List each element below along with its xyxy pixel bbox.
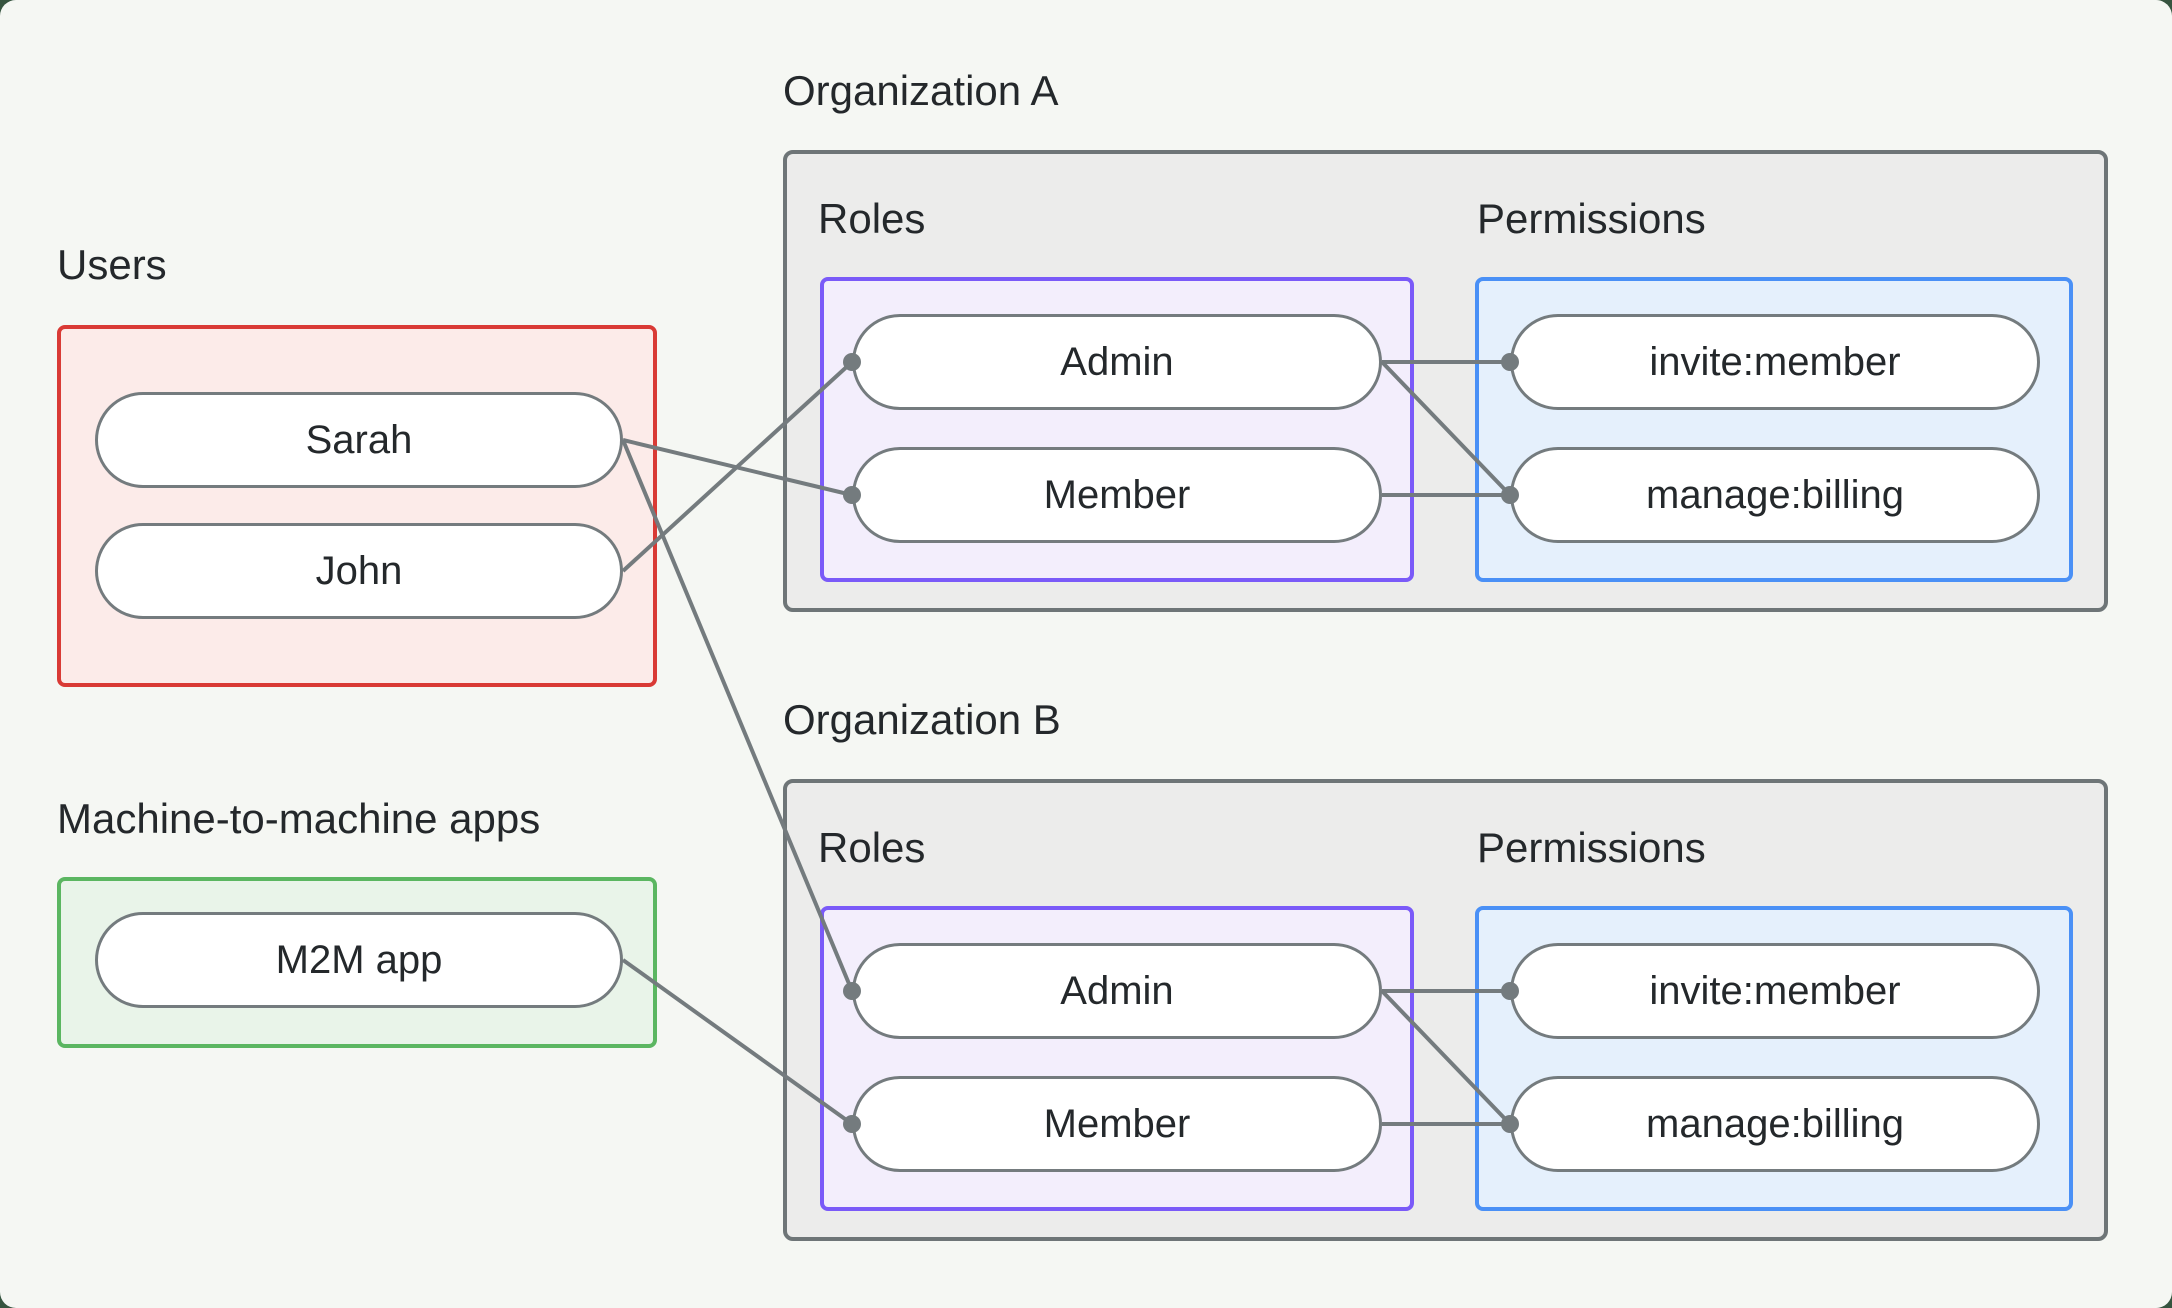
organization-b-label: Organization B	[783, 696, 1061, 743]
orgA-role-member-node: Member	[852, 447, 1382, 543]
role-node-label: Member	[1043, 1101, 1191, 1146]
role-node-label: Member	[1043, 472, 1191, 517]
permission-node-label: manage:billing	[1646, 472, 1904, 517]
permission-node-label: manage:billing	[1646, 1101, 1904, 1146]
organization-a-permissions-label: Permissions	[1477, 195, 1706, 242]
m2m-app-node: M2M app	[95, 912, 623, 1008]
orgB-role-admin-node: Admin	[852, 943, 1382, 1039]
orgB-permission-invite-member-node: invite:member	[1510, 943, 2040, 1039]
user-node-label: Sarah	[305, 417, 413, 462]
orgB-role-member-node: Member	[852, 1076, 1382, 1172]
user-node-label: John	[315, 548, 403, 593]
orgA-permission-manage-billing-node: manage:billing	[1510, 447, 2040, 543]
permission-node-label: invite:member	[1649, 339, 1901, 384]
orgB-permission-manage-billing-node: manage:billing	[1510, 1076, 2040, 1172]
user-node-sarah: Sarah	[95, 392, 623, 488]
permission-node-label: invite:member	[1649, 968, 1901, 1013]
organization-a-label: Organization A	[783, 67, 1059, 114]
organization-a-roles-label: Roles	[818, 195, 926, 242]
m2m-app-node-label: M2M app	[275, 937, 443, 982]
organization-b-permissions-label: Permissions	[1477, 824, 1706, 871]
users-group-box	[57, 325, 657, 687]
users-section-label: Users	[57, 241, 167, 288]
user-node-john: John	[95, 523, 623, 619]
m2m-section-label: Machine-to-machine apps	[57, 795, 541, 842]
orgA-role-admin-node: Admin	[852, 314, 1382, 410]
role-node-label: Admin	[1060, 968, 1174, 1013]
organization-b-roles-label: Roles	[818, 824, 926, 871]
role-node-label: Admin	[1060, 339, 1174, 384]
orgA-permission-invite-member-node: invite:member	[1510, 314, 2040, 410]
